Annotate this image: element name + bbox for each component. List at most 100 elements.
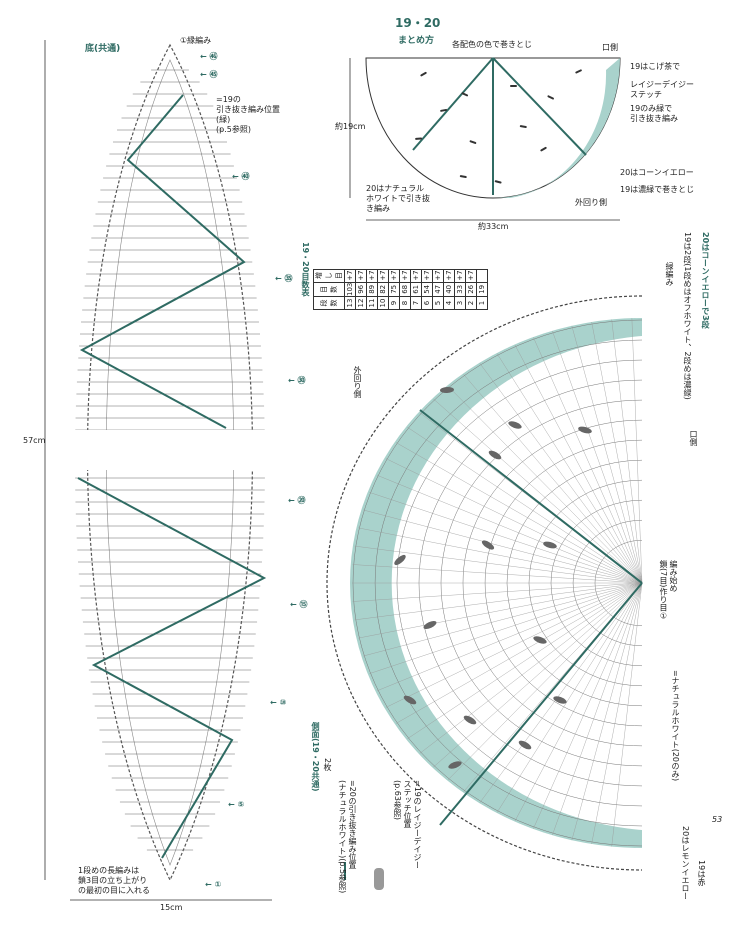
assembly-height: 約19cm	[335, 122, 366, 131]
table-cell: 61	[410, 282, 422, 297]
stitch-spoke	[591, 321, 643, 584]
stitch-spoke	[533, 582, 643, 829]
table-cell: 19	[476, 282, 488, 297]
bottom-width: 15cm	[160, 903, 183, 912]
table-header-cell: 増し目	[313, 269, 345, 283]
table-cell: +7	[355, 269, 367, 283]
table-cell: +7	[377, 269, 389, 283]
table-cell: 89	[366, 282, 378, 297]
seed-mark	[420, 71, 427, 77]
bottom-chart	[44, 40, 272, 901]
table-cell: 75	[388, 282, 400, 297]
seed-mark	[481, 540, 495, 550]
seed-mark	[415, 137, 423, 140]
table-header-cell: 目数	[313, 282, 345, 297]
table-title: 19・20目数表	[301, 242, 310, 297]
table-cell: 96	[355, 282, 367, 297]
table-cell: 82	[377, 282, 389, 297]
seed-mark	[510, 85, 517, 87]
stitch-spoke	[463, 374, 643, 584]
row-marker: ← ⑤	[228, 800, 245, 809]
table-cell: 33	[454, 282, 466, 297]
table-cell: 3	[454, 296, 466, 310]
stitch-spoke	[358, 582, 643, 639]
assembly-n20-natural: 20はナチュラル ホワイトで引き抜 き編み	[366, 184, 430, 213]
assembly-subtitle: まとめ方	[398, 36, 435, 46]
table-cell: 7	[410, 296, 422, 310]
table-cell: +7	[388, 269, 400, 283]
bottom-legend: =19の 引き抜き編み位置 (緑) (p.5参照)	[216, 95, 280, 134]
bottom-title: 底(共通)	[85, 44, 121, 54]
side-legend2: =19のレイジーデイジー ステッチ位置 (p.63参照)	[393, 780, 422, 869]
table-cell: 40	[443, 282, 455, 297]
stitch-spoke	[571, 582, 643, 841]
side-edge: 緑編み	[665, 262, 674, 286]
row-marker: ← ㊵	[232, 172, 250, 181]
table-cell: +7	[443, 269, 455, 283]
table-cell: 8	[399, 296, 411, 310]
side-natural: =ナチュラルホワイト(20のみ)	[671, 670, 680, 782]
stitch-spoke	[496, 582, 643, 813]
side-bottom-a: 20はレモンイエロー	[681, 826, 690, 901]
table-cell: 12	[355, 296, 367, 310]
row-marker: ← ①	[205, 880, 222, 889]
stitch-spoke	[354, 582, 643, 621]
stitch-spoke	[552, 582, 643, 836]
row-marker: ← ㉟	[275, 274, 293, 283]
table-cell: 5	[432, 296, 444, 310]
seed-mark	[533, 636, 547, 644]
stitch-spoke	[552, 330, 643, 584]
seed-mark	[553, 696, 567, 704]
row-marker: ← ㊺	[200, 70, 218, 79]
assembly-n19-lazy: レイジーデイジー ステッチ	[630, 80, 694, 99]
table-cell: 54	[421, 282, 433, 297]
seed-mark	[459, 175, 467, 179]
stitch-spoke	[514, 344, 643, 584]
stitch-spoke	[385, 458, 643, 584]
stitch-spoke	[447, 582, 643, 781]
page-number: 53	[712, 815, 723, 824]
side-legend1: =20の引き抜き編み位置 (ナチュラルホワイト)(p.5参照)	[338, 780, 357, 894]
stitch-spoke	[363, 509, 643, 584]
row-marker: ← ⑳	[288, 496, 306, 505]
stitch-spoke	[407, 582, 643, 739]
seed-mark	[547, 95, 554, 100]
seed-mark	[578, 426, 592, 434]
table-cell: +7	[366, 269, 378, 283]
assembly-outer: 外回り側	[575, 198, 607, 207]
table-cell: 2	[465, 296, 477, 310]
table-cell: +7	[454, 269, 466, 283]
table-cell: 68	[399, 282, 411, 297]
side-color-a: 19は2段(1段めはオフホワイト、2段めは濃緑)	[683, 232, 692, 400]
assembly-width: 約33cm	[478, 222, 509, 231]
seed-mark	[488, 450, 502, 460]
stitch-spoke	[352, 582, 643, 602]
stitch-spoke	[447, 385, 643, 584]
side-title: 側面(19・20共通)	[311, 722, 320, 792]
table-cell: +7	[465, 269, 477, 283]
table-header-cell: 段数	[313, 296, 345, 310]
assembly-mouth: 口側	[602, 43, 618, 52]
table-cell: 1	[476, 296, 488, 310]
seed-mark	[469, 140, 477, 144]
stitch-spoke	[354, 545, 643, 584]
stitch-spoke	[376, 475, 643, 584]
side-bottom-b: 19は赤	[697, 860, 706, 887]
table-cell: 26	[465, 282, 477, 297]
seed-mark	[463, 715, 477, 725]
stitch-spoke	[395, 582, 643, 724]
bottom-edge-label: ①縁編み	[180, 36, 212, 45]
table-cell: 103	[344, 282, 356, 297]
stitch-spoke	[352, 564, 643, 584]
stitch-spoke	[496, 353, 643, 584]
seed-mark	[543, 541, 557, 549]
seed-mark	[508, 421, 522, 429]
